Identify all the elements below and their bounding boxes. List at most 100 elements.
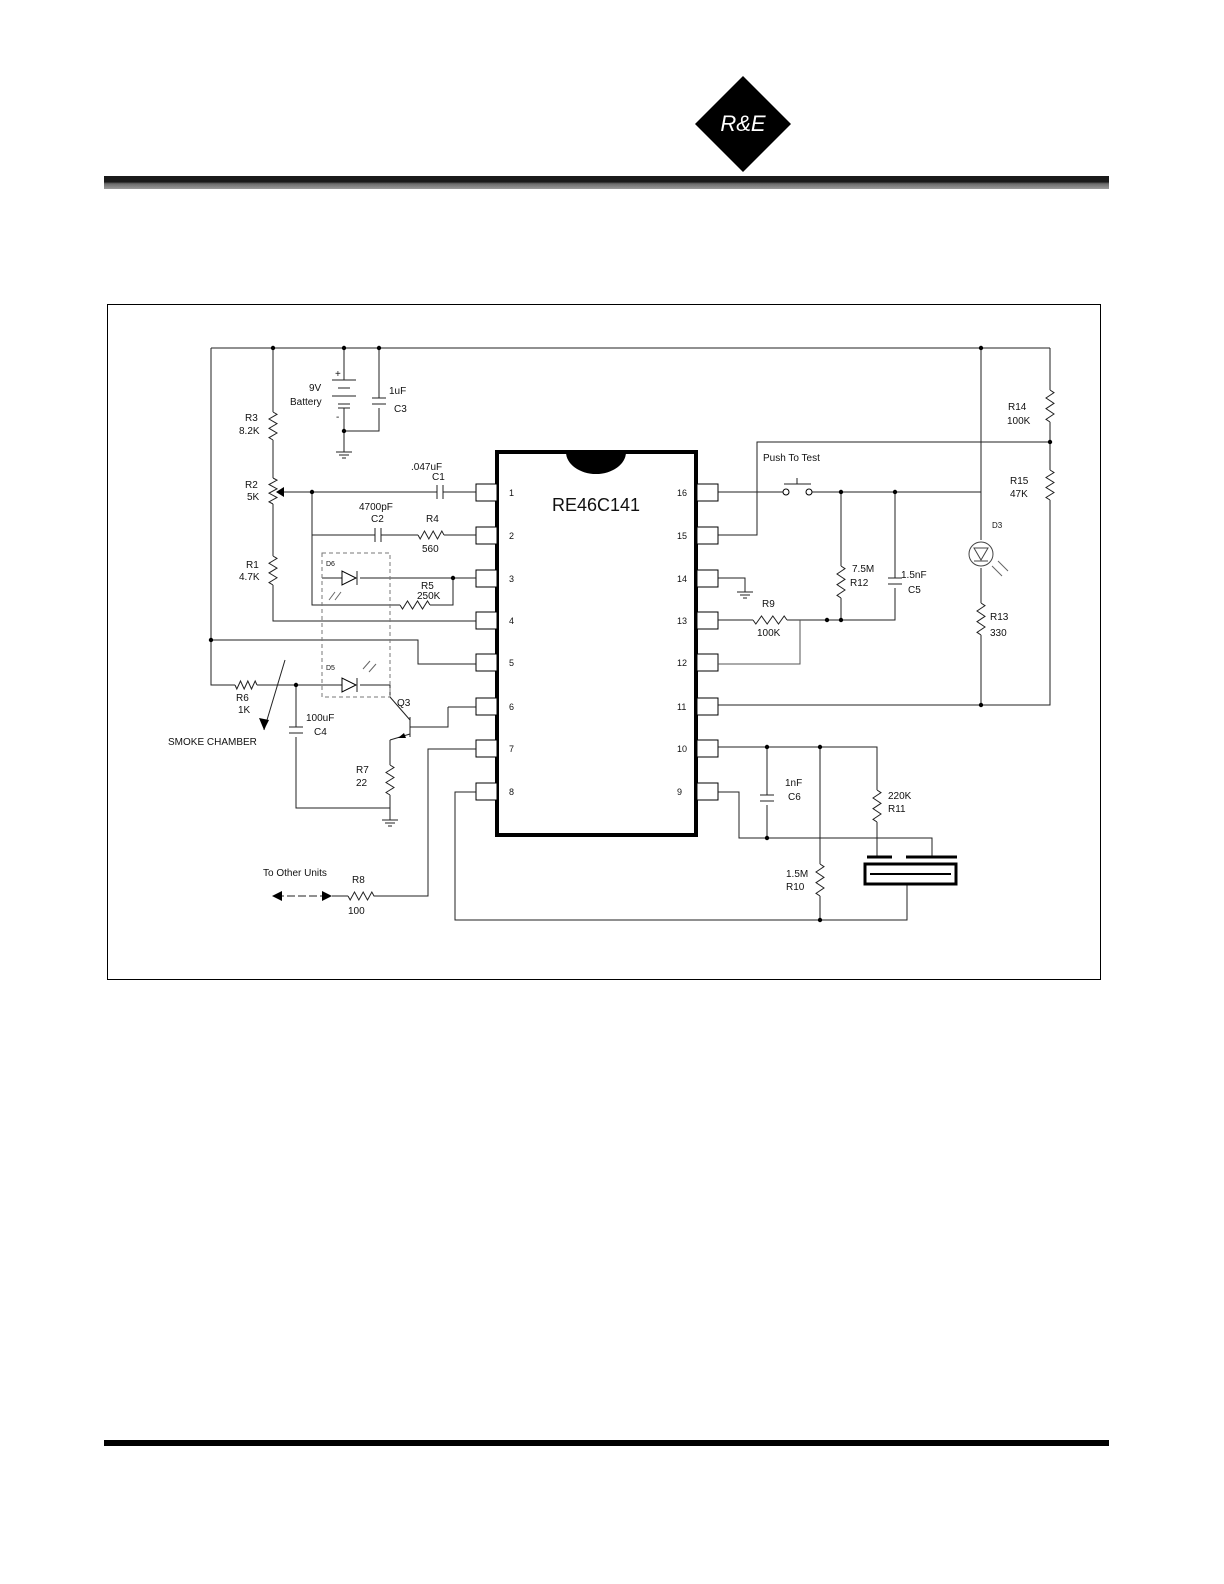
capacitor-c4: [289, 726, 303, 734]
r10-value: 1.5M: [786, 869, 808, 880]
c1-value: .047uF: [411, 462, 442, 473]
resistor-r8: [347, 890, 396, 902]
ic-pin-number: 2: [509, 531, 514, 541]
capacitor-c5: [888, 577, 902, 585]
r13-value: 330: [990, 628, 1007, 639]
junction-dot: [376, 345, 382, 351]
ic-re46c141: RE46C141: [495, 450, 698, 837]
junction-dot: [309, 489, 315, 495]
to-other-units-label: To Other Units: [263, 868, 327, 879]
c6-value: 1nF: [785, 778, 802, 789]
smoke-chamber-optics: [259, 552, 391, 731]
c6-name: C6: [788, 792, 801, 803]
r-and-e-logo: R&E: [695, 76, 791, 172]
junction-dot: [817, 917, 823, 923]
schematic-frame: [107, 304, 1101, 980]
potentiometer-wiper-arrow: [276, 487, 284, 497]
r12-value: 7.5M: [852, 564, 874, 575]
junction-dot: [824, 617, 830, 623]
c4-name: C4: [314, 727, 327, 738]
ic-pin-number: 1: [509, 488, 514, 498]
resistor-r13: [976, 602, 986, 636]
ic-pin-number: 4: [509, 616, 514, 626]
ic-pin-number: 10: [677, 744, 687, 754]
ic-pin-number: 5: [509, 658, 514, 668]
ic-pin-5: 5: [475, 653, 514, 672]
resistor-r15: [1045, 469, 1055, 501]
r1-name: R1: [246, 560, 259, 571]
push-to-test-label: Push To Test: [763, 453, 820, 464]
ic-pin-number: 12: [677, 658, 687, 668]
junction-dot: [978, 702, 984, 708]
led-d3: [968, 541, 1009, 577]
resistor-r12: [836, 565, 846, 599]
r2-value: 5K: [247, 492, 260, 503]
junction-dots: [208, 345, 1053, 923]
ic-pin-2: 2: [475, 526, 514, 545]
ground-icon: [737, 591, 753, 599]
ic-part-label: RE46C141: [552, 495, 640, 515]
r15-value: 47K: [1010, 489, 1028, 500]
resistor-r5: [399, 600, 431, 610]
r6-value: 1K: [238, 705, 251, 716]
ic-pin-number: 11: [677, 702, 686, 712]
junction-dot: [838, 489, 844, 495]
ic-pin-10: 10: [677, 739, 719, 758]
junction-dot: [817, 744, 823, 750]
capacitor-c1: [436, 485, 444, 499]
junction-dot: [1047, 439, 1053, 445]
c2-value: 4700pF: [359, 502, 393, 513]
header-rule: [104, 176, 1109, 189]
r1-value: 4.7K: [239, 572, 260, 583]
r8-name: R8: [352, 875, 365, 886]
diode-d5: [341, 660, 377, 693]
smoke-chamber-arrow: [259, 659, 286, 731]
capacitor-c3: [372, 397, 386, 405]
c4-value: 100uF: [306, 713, 334, 724]
r12-name: R12: [850, 578, 869, 589]
junction-dot: [341, 428, 347, 434]
junction-dot: [764, 835, 770, 841]
r10-name: R10: [786, 882, 805, 893]
resistor-r7: [385, 764, 395, 796]
q3-name: Q3: [397, 698, 411, 709]
battery-plus: +: [335, 369, 341, 380]
resistor-r6: [234, 679, 258, 691]
junction-dot: [450, 575, 456, 581]
r11-value: 220K: [888, 791, 912, 802]
junction-dot: [341, 345, 347, 351]
resistor-r14: [1045, 389, 1055, 423]
capacitors: [289, 397, 902, 802]
ic-pin-number: 16: [677, 488, 687, 498]
ic-pin-number: 14: [677, 574, 687, 584]
c3-name: C3: [394, 404, 407, 415]
resistor-r4: [417, 529, 445, 541]
r8-value: 100: [348, 906, 365, 917]
resistor-r9: [752, 615, 788, 625]
resistor-r10: [815, 863, 825, 897]
ic-pin-11: 11: [677, 697, 719, 716]
r3-value: 8.2K: [239, 426, 260, 437]
ground-icon: [336, 451, 352, 459]
junction-dot: [838, 617, 844, 623]
resistors: [234, 389, 1055, 902]
r15-name: R15: [1010, 476, 1029, 487]
junction-dot: [293, 682, 299, 688]
r11-name: R11: [888, 804, 906, 815]
r14-value: 100K: [1007, 416, 1031, 427]
c2-name: C2: [371, 514, 384, 525]
r9-name: R9: [762, 599, 775, 610]
piezo-horn: [863, 855, 958, 886]
junction-dot: [978, 345, 984, 351]
resistor-r11: [872, 789, 882, 823]
junction-dot: [892, 489, 898, 495]
resistor-r1: [268, 555, 278, 586]
r7-value: 22: [356, 778, 368, 789]
r3-name: R3: [245, 413, 258, 424]
r4-name: R4: [426, 514, 439, 525]
resistor-r3: [268, 411, 278, 441]
ic-pin-number: 9: [677, 787, 682, 797]
push-to-test-button: [782, 478, 813, 496]
r6-name: R6: [236, 693, 249, 704]
d5-name: D5: [326, 665, 335, 672]
